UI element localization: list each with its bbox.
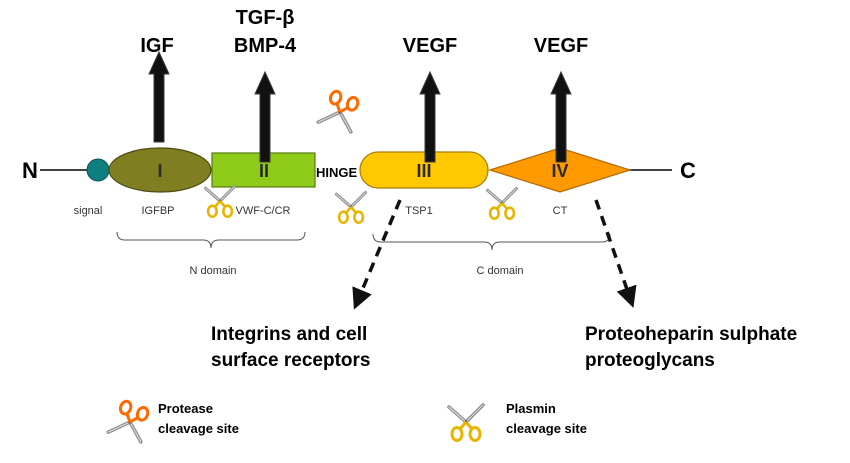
legend-plasmin-line2: cleavage site (506, 421, 587, 436)
signal-label: signal (74, 205, 103, 217)
legend-plasmin-icon (447, 403, 485, 443)
signal-peptide (86, 158, 110, 182)
domain-iii-numeral: III (416, 161, 431, 181)
domain-iv-ct (487, 147, 633, 193)
tgf-label: TGF-β (236, 7, 295, 29)
igf-arrow (148, 51, 170, 143)
vegf-label-iii: VEGF (403, 35, 457, 57)
domain-ii-numeral: II (259, 161, 269, 181)
integrins-label-line1: Integrins and cell (211, 324, 367, 345)
domain-i-igfbp (108, 147, 212, 193)
domain-ii-name: VWF-C/CR (236, 205, 291, 217)
domain-iv-numeral: IV (551, 161, 568, 181)
tgf-arrow (254, 71, 276, 163)
integrin-dashed-arrow (352, 199, 402, 310)
vegf-arrow-iv (550, 71, 572, 163)
legend-protease-line2: cleavage site (158, 421, 239, 436)
domain-i-name: IGFBP (141, 205, 174, 217)
proteoglycans-label-line2: proteoglycans (585, 350, 715, 371)
bmp4-label: BMP-4 (234, 35, 297, 57)
plasmin-cleavage-icon-ii (204, 185, 236, 219)
proteoglycans-label-line1: Proteoheparin sulphate (585, 324, 797, 345)
n-domain-brace (116, 231, 306, 249)
c-domain-label: C domain (476, 265, 523, 277)
legend-protease-line1: Protease (158, 401, 213, 416)
plasmin-cleavage-icon-hinge (335, 191, 367, 225)
hinge-label: HINGE (316, 165, 358, 180)
n-terminus-label: N (22, 158, 38, 183)
legend-plasmin-line1: Plasmin (506, 401, 556, 416)
plasmin-cleavage-icon-iv (486, 187, 518, 221)
domain-i-numeral: I (157, 161, 162, 181)
integrins-label-line2: surface receptors (211, 350, 370, 371)
igf-label: IGF (140, 35, 173, 57)
c-domain-brace (372, 233, 611, 251)
legend-protease-icon (106, 397, 155, 446)
proteoglycan-dashed-arrow (594, 199, 637, 308)
vegf-arrow-iii (419, 71, 441, 163)
vegf-label-iv: VEGF (534, 35, 588, 57)
domain-iv-name: CT (553, 205, 568, 217)
protease-cleavage-icon (316, 87, 365, 136)
n-domain-label: N domain (189, 265, 236, 277)
domain-iii-name: TSP1 (405, 205, 433, 217)
c-terminus-label: C (680, 158, 696, 183)
